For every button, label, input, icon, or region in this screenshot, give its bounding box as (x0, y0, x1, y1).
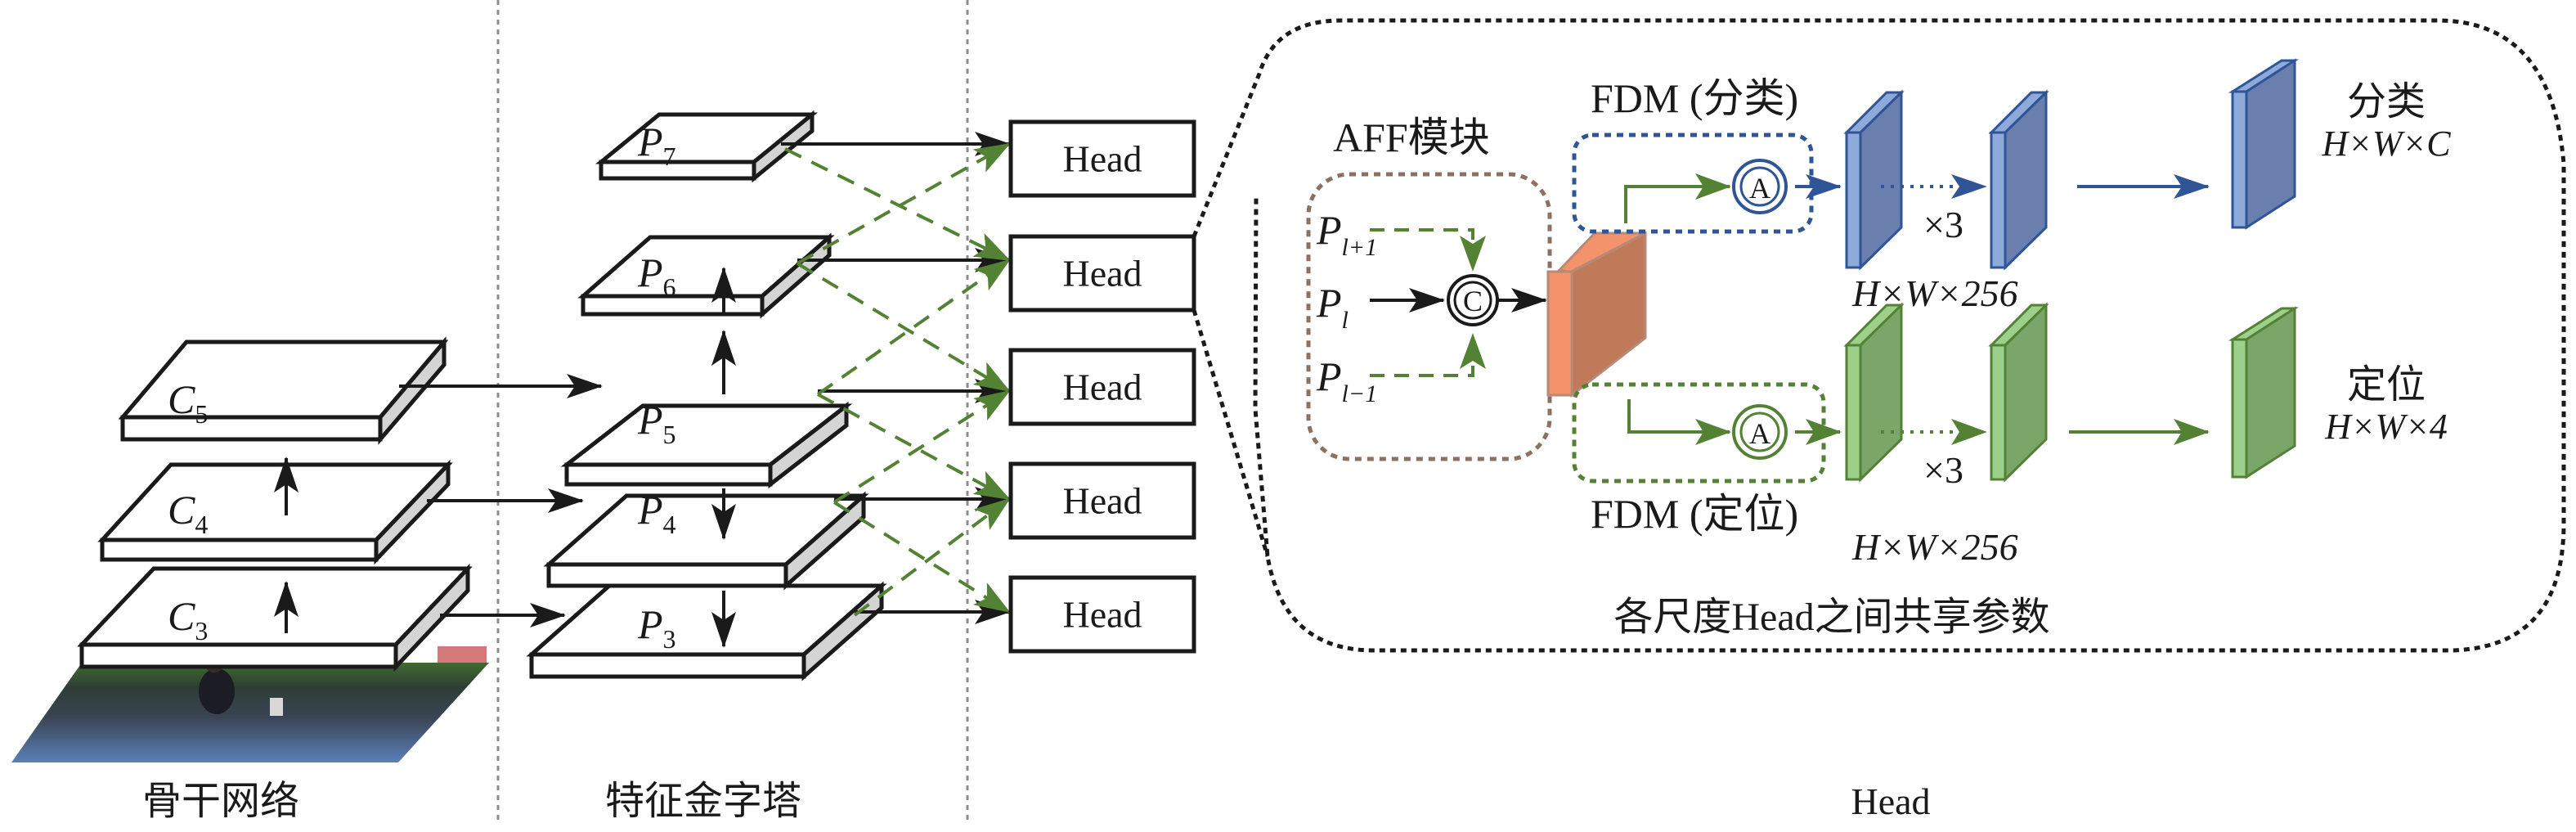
reg-attention-icon: A (1732, 404, 1788, 460)
reg-output-title: 定位 (2347, 363, 2426, 407)
aff-input-pl-minus1: Pl−1 (1316, 353, 1377, 407)
cross-p6-to-head7 (797, 142, 1011, 265)
concat-icon: C (1447, 274, 1499, 326)
cross-p7-to-head6 (784, 147, 1011, 262)
head-label: Head (1062, 367, 1142, 408)
label-p7: P7 (637, 119, 676, 171)
fdm-cls-label: FDM (分类) (1591, 75, 1798, 121)
head-box-p6[interactable]: Head (1008, 234, 1196, 313)
fpn-slab-p6: P6 (577, 232, 835, 319)
aff-title: AFF模块 (1333, 115, 1490, 160)
cls-attention-icon: A (1732, 159, 1788, 214)
label-c5: C5 (168, 376, 208, 429)
section-label-backbone: 骨干网络 (142, 780, 299, 823)
fdm-classification: FDM (分类) A (1572, 75, 1842, 234)
fdm-localization: FDM (定位) A (1572, 382, 1842, 537)
head-label: Head (1062, 480, 1142, 522)
fused-feature-map (1546, 231, 1647, 398)
arrow-plm1-to-concat (1370, 333, 1486, 377)
head-label: Head (1062, 138, 1142, 180)
reg-output-dim: H×W×4 (2324, 407, 2448, 447)
fpn-slab-p4: P4 (543, 487, 869, 591)
aff-module: AFF模块 Pl+1 Pl Pl−1 C (1306, 115, 1552, 461)
cls-conv-map-1 (1843, 89, 1905, 271)
cls-conv-map-2 (1988, 89, 2049, 271)
cls-feature-dim: H×W×256 (1851, 272, 2018, 314)
svg-text:A: A (1749, 172, 1770, 205)
reg-repeat-label: ×3 (1923, 449, 1963, 491)
label-p3: P3 (637, 601, 676, 654)
head-label: Head (1062, 253, 1142, 295)
cls-output-title: 分类 (2347, 80, 2426, 124)
head-label: Head (1062, 594, 1142, 636)
svg-text:A: A (1749, 417, 1770, 450)
label-p4: P4 (637, 487, 676, 539)
svg-text:C: C (1463, 285, 1483, 317)
fpn-slab-p3: P3 (526, 581, 887, 681)
label-c4: C4 (168, 487, 208, 539)
label-c3: C3 (168, 593, 208, 645)
aff-input-pl1: Pl+1 (1316, 207, 1377, 261)
shared-params-note: 各尺度Head之间共享参数 (1613, 596, 2049, 639)
reg-conv-map-2 (1988, 302, 2049, 483)
fpn-slab-p7: P7 (595, 110, 819, 183)
cls-repeat-label: ×3 (1923, 204, 1963, 245)
cross-p3-to-head4 (853, 497, 1011, 617)
input-image (11, 646, 489, 762)
cross-p4-to-head3 (832, 501, 1011, 614)
head-box-p7[interactable]: Head (1008, 119, 1196, 198)
backbone-slab-c3: C3 (77, 563, 473, 672)
head-box-p5[interactable]: Head (1008, 348, 1196, 426)
cross-p6-to-head5 (796, 262, 1011, 393)
backbone-slab-c4: C4 (97, 459, 453, 565)
cross-p5-to-head4 (817, 393, 1011, 501)
arrow-feature-to-cls-attention (1624, 173, 1731, 223)
head-box-p4[interactable]: Head (1008, 461, 1196, 540)
head-box-p3[interactable]: Head (1008, 575, 1196, 654)
cls-output-dim: H×W×C (2321, 124, 2451, 164)
cross-p5-to-head6 (816, 259, 1011, 396)
arrow-feature-to-reg-attention (1627, 399, 1731, 445)
reg-feature-dim: H×W×256 (1851, 526, 2018, 568)
reg-output-map (2228, 306, 2300, 479)
reg-conv-map-1 (1843, 302, 1905, 483)
fpn-slab-p5: P5 (560, 397, 853, 489)
head-detail-outline (1192, 18, 2566, 653)
section-label-head: Head (1851, 780, 1930, 822)
arrow-pl1-to-concat (1370, 228, 1486, 272)
label-p5: P5 (637, 397, 676, 449)
cls-output-map (2228, 58, 2300, 230)
cross-p4-to-head5 (832, 389, 1011, 504)
section-label-fpn: 特征金字塔 (605, 780, 801, 823)
aff-input-pl: Pl (1316, 280, 1349, 334)
cross-scale-arrows (784, 142, 1011, 617)
label-p6: P6 (637, 250, 676, 302)
backbone-slab-c5: C5 (118, 336, 449, 445)
fdm-reg-label: FDM (定位) (1591, 491, 1798, 537)
